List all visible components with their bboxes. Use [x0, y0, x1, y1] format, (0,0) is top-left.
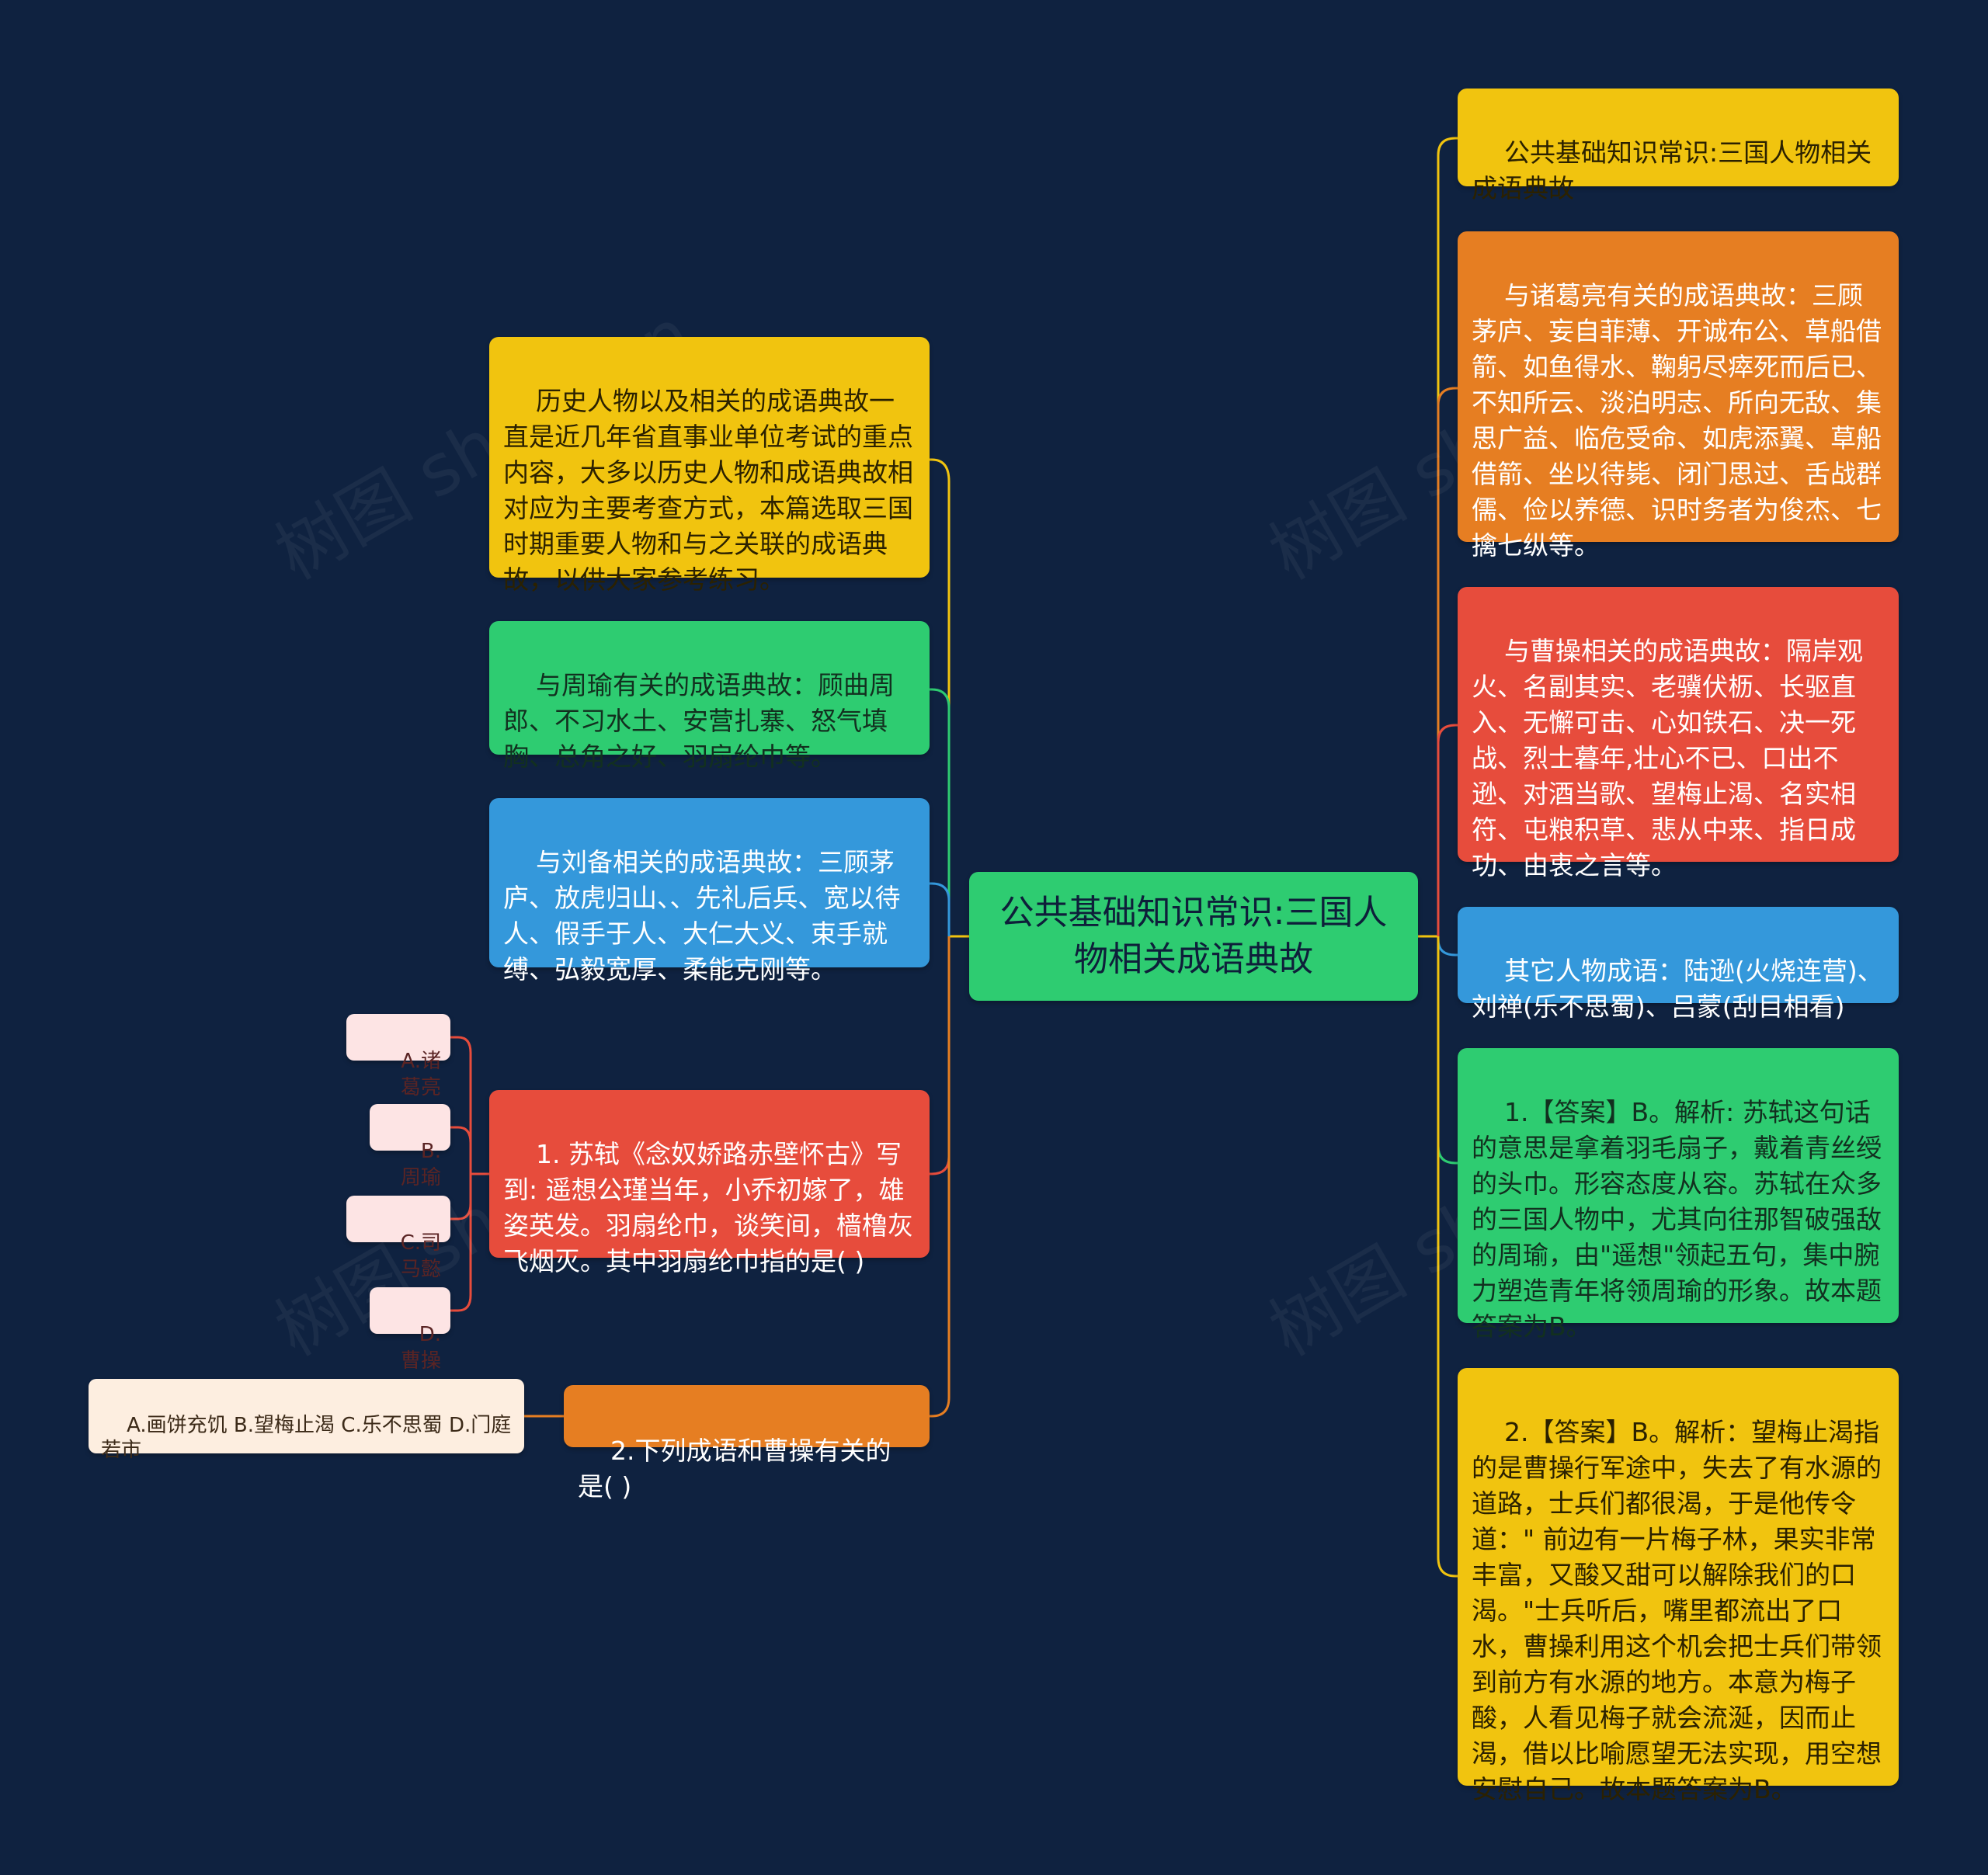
- zhouyu-node[interactable]: 与周瑜有关的成语典故：顾曲周郎、不习水土、安营扎寨、怒气填胸、总角之好、羽扇纶巾…: [489, 621, 930, 772]
- link-left-zhouyu: [930, 688, 951, 936]
- q1-option-c-label: C.司马懿: [400, 1231, 441, 1281]
- question2-node[interactable]: 2.下列成语和曹操有关的是( ): [564, 1385, 930, 1502]
- liubei-text: 与刘备相关的成语典故：三顾茅庐、放虎归山、、先礼后兵、宽以待人、假手于人、大仁大…: [503, 847, 901, 984]
- q1-option-b-label: B.周瑜: [400, 1140, 441, 1189]
- right-title-text: 公共基础知识常识:三国人物相关成语典故: [1472, 137, 1872, 203]
- liubei-node[interactable]: 与刘备相关的成语典故：三顾茅庐、放虎归山、、先礼后兵、宽以待人、假手于人、大仁大…: [489, 798, 930, 984]
- caocao-node[interactable]: 与曹操相关的成语典故：隔岸观火、名副其实、老骥伏枥、长驱直入、无懈可击、心如铁石…: [1458, 587, 1899, 880]
- q2-options-node[interactable]: A.画饼充饥 B.望梅止渴 C.乐不思蜀 D.门庭若市: [89, 1379, 524, 1462]
- link-right-answer1: [1437, 936, 1458, 1165]
- right-title-node[interactable]: 公共基础知识常识:三国人物相关成语典故: [1458, 89, 1899, 203]
- q1-option-b[interactable]: B.周瑜: [370, 1104, 450, 1189]
- question1-text: 1. 苏轼《念奴娇路赤壁怀古》写到: 遥想公瑾当年，小乔初嫁了，雄姿英发。羽扇纶…: [503, 1139, 913, 1276]
- root-node[interactable]: 公共基础知识常识:三国人物相关成语典故: [969, 872, 1418, 1001]
- intro-node[interactable]: 历史人物以及相关的成语典故一直是近几年省直事业单位考试的重点内容，大多以历史人物…: [489, 337, 930, 595]
- root-title: 公共基础知识常识:三国人物相关成语典故: [999, 893, 1388, 979]
- intro-text: 历史人物以及相关的成语典故一直是近几年省直事业单位考试的重点内容，大多以历史人物…: [503, 386, 913, 595]
- link-q1-c: [450, 1174, 472, 1220]
- answer1-text: 1.【答案】B。解析: 苏轼这句话的意思是拿着羽毛扇子，戴着青丝绶的头巾。形容态…: [1472, 1097, 1882, 1342]
- link-left-intro: [930, 458, 951, 936]
- link-q1-a: [450, 1036, 489, 1175]
- others-text: 其它人物成语：陆逊(火烧连营)、刘禅(乐不思蜀)、吕蒙(刮目相看): [1472, 956, 1883, 1022]
- link-right-answer2: [1437, 936, 1458, 1578]
- q1-option-a[interactable]: A.诸葛亮: [346, 1014, 450, 1099]
- link-right-caocao: [1437, 724, 1458, 936]
- link-left-q1: [930, 936, 951, 1175]
- zhouyu-text: 与周瑜有关的成语典故：顾曲周郎、不习水土、安营扎寨、怒气填胸、总角之好、羽扇纶巾…: [503, 670, 895, 772]
- question1-node[interactable]: 1. 苏轼《念奴娇路赤壁怀古》写到: 遥想公瑾当年，小乔初嫁了，雄姿英发。羽扇纶…: [489, 1090, 930, 1276]
- answer2-text: 2.【答案】B。解析：望梅止渴指的是曹操行军途中，失去了有水源的道路，士兵们都很…: [1472, 1417, 1882, 1804]
- link-q1-b: [450, 1126, 472, 1174]
- question2-text: 2.下列成语和曹操有关的是( ): [578, 1436, 891, 1502]
- others-node[interactable]: 其它人物成语：陆逊(火烧连营)、刘禅(乐不思蜀)、吕蒙(刮目相看): [1458, 907, 1899, 1022]
- q2-options-text: A.画饼充饥 B.望梅止渴 C.乐不思蜀 D.门庭若市: [101, 1414, 512, 1462]
- answer1-node[interactable]: 1.【答案】B。解析: 苏轼这句话的意思是拿着羽毛扇子，戴着青丝绶的头巾。形容态…: [1458, 1048, 1899, 1342]
- link-right-title: [1437, 137, 1458, 936]
- link-right-others: [1437, 936, 1458, 957]
- link-q1-d: [450, 1174, 472, 1312]
- q1-option-d-label: D.曹操: [400, 1323, 441, 1373]
- q1-option-c[interactable]: C.司马懿: [346, 1196, 450, 1281]
- link-left-liubei: [930, 882, 951, 936]
- q1-option-a-label: A.诸葛亮: [400, 1050, 441, 1099]
- q1-option-d[interactable]: D.曹操: [370, 1287, 450, 1373]
- zhuge-node[interactable]: 与诸葛亮有关的成语典故：三顾茅庐、妄自菲薄、开诚布公、草船借箭、如鱼得水、鞠躬尽…: [1458, 231, 1899, 561]
- caocao-text: 与曹操相关的成语典故：隔岸观火、名副其实、老骥伏枥、长驱直入、无懈可击、心如铁石…: [1472, 636, 1863, 880]
- zhuge-text: 与诸葛亮有关的成语典故：三顾茅庐、妄自菲薄、开诚布公、草船借箭、如鱼得水、鞠躬尽…: [1472, 280, 1882, 561]
- answer2-node[interactable]: 2.【答案】B。解析：望梅止渴指的是曹操行军途中，失去了有水源的道路，士兵们都很…: [1458, 1368, 1899, 1804]
- link-right-zhuge: [1437, 387, 1458, 936]
- link-left-q2: [930, 936, 951, 1418]
